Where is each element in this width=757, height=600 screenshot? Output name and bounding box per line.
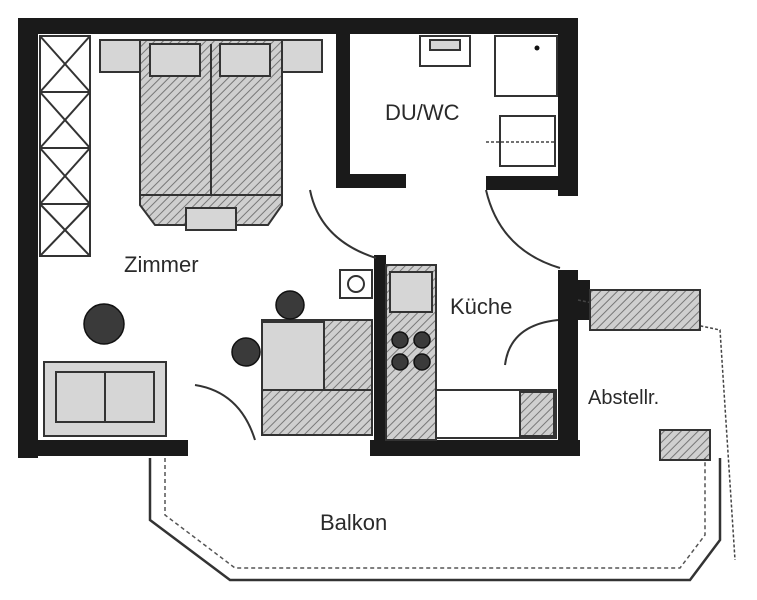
room-label-duwc: DU/WC [385,100,460,125]
kitchen-counter [339,264,557,441]
plant-icon [83,303,125,345]
room-label-balkon: Balkon [320,510,387,535]
bathroom-fixtures [419,35,558,167]
balcony-outline [148,458,722,582]
room-label-kueche: Küche [450,294,512,319]
room-label-abstellr: Abstellr. [588,387,659,409]
room-label-zimmer: Zimmer [124,252,199,277]
dining-table [231,290,373,436]
door-swings [194,189,561,441]
double-bed [99,39,323,231]
sofa [43,361,167,437]
interior-walls [336,18,566,455]
storage-area [577,289,736,561]
outer-walls [18,18,590,458]
wardrobe [39,35,91,257]
